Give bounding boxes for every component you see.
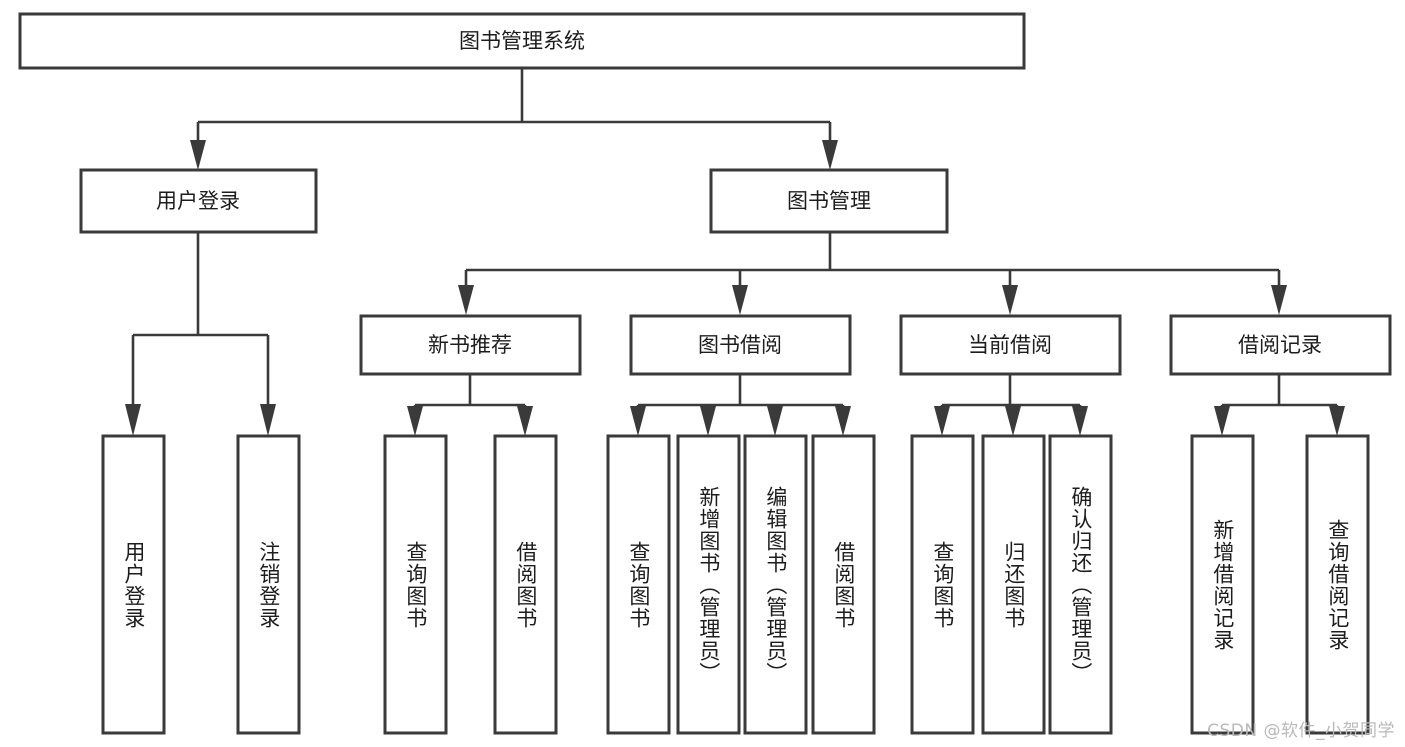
node-borrow-record-label: 借阅记录 [1238, 333, 1322, 357]
arrow-leaf-query-book-2 [630, 406, 646, 436]
node-leaf-return-book[interactable] [981, 434, 1046, 735]
node-leaf-query-book-3[interactable] [910, 434, 975, 735]
csdn-watermark: CSDN @软件_小贺同学 [1207, 721, 1395, 741]
node-root[interactable] [18, 12, 1026, 70]
arrow-leaf-borrow-book-2 [835, 406, 851, 436]
node-leaf-confirm-return[interactable] [1048, 434, 1113, 735]
arrow-leaf-edit-book [767, 406, 783, 436]
arrow-current-borrow [1002, 285, 1018, 315]
node-book-manage[interactable] [709, 168, 949, 234]
arrow-leaf-query-book-3 [934, 406, 950, 436]
node-borrow-record[interactable] [1169, 314, 1392, 376]
arrow-leaf-user-login [125, 404, 141, 436]
arrow-userlogin [190, 140, 206, 170]
node-new-book-recommend[interactable] [359, 314, 582, 376]
node-user-login[interactable] [79, 168, 318, 234]
node-root-label: 图书管理系统 [459, 29, 585, 53]
node-leaf-borrow-book-2[interactable] [811, 434, 876, 735]
arrow-leaf-add-record [1214, 406, 1230, 436]
node-leaf-query-record[interactable] [1305, 434, 1370, 735]
node-current-borrow[interactable] [899, 314, 1122, 376]
arrow-borrow-record [1271, 285, 1287, 315]
arrow-book-borrow [732, 285, 748, 315]
node-leaf-edit-book[interactable] [743, 434, 808, 735]
edge-layer [125, 68, 1345, 436]
arrow-leaf-add-book [700, 406, 716, 436]
node-leaf-logout-login[interactable] [236, 434, 301, 735]
node-current-borrow-label: 当前借阅 [968, 333, 1052, 357]
node-user-login-label: 用户登录 [156, 189, 240, 213]
arrow-bookmanage [822, 140, 838, 170]
node-book-manage-label: 图书管理 [787, 189, 871, 213]
node-leaf-query-book-2[interactable] [606, 434, 671, 735]
node-book-borrow-label: 图书借阅 [698, 333, 782, 357]
arrow-new-book-recommend [458, 285, 474, 315]
node-leaf-user-login[interactable] [101, 434, 166, 735]
arrow-leaf-return-book [1005, 406, 1021, 436]
arrow-leaf-query-book-1 [407, 406, 423, 436]
node-leaf-add-book[interactable] [676, 434, 741, 735]
arrow-leaf-borrow-book-1 [517, 406, 533, 436]
node-leaf-borrow-book-1[interactable] [493, 434, 558, 735]
node-leaf-add-record[interactable] [1190, 434, 1255, 735]
node-layer: 图书管理系统 用户登录 图书管理 新书推荐 图书借阅 当前借阅 借阅记录 [18, 12, 1392, 735]
arrow-leaf-logout-login [260, 404, 276, 436]
node-book-borrow[interactable] [629, 314, 852, 376]
node-leaf-query-book-1[interactable] [383, 434, 448, 735]
arrow-leaf-query-record [1329, 406, 1345, 436]
arrow-leaf-confirm-return [1072, 406, 1088, 436]
node-new-book-recommend-label: 新书推荐 [428, 333, 512, 357]
